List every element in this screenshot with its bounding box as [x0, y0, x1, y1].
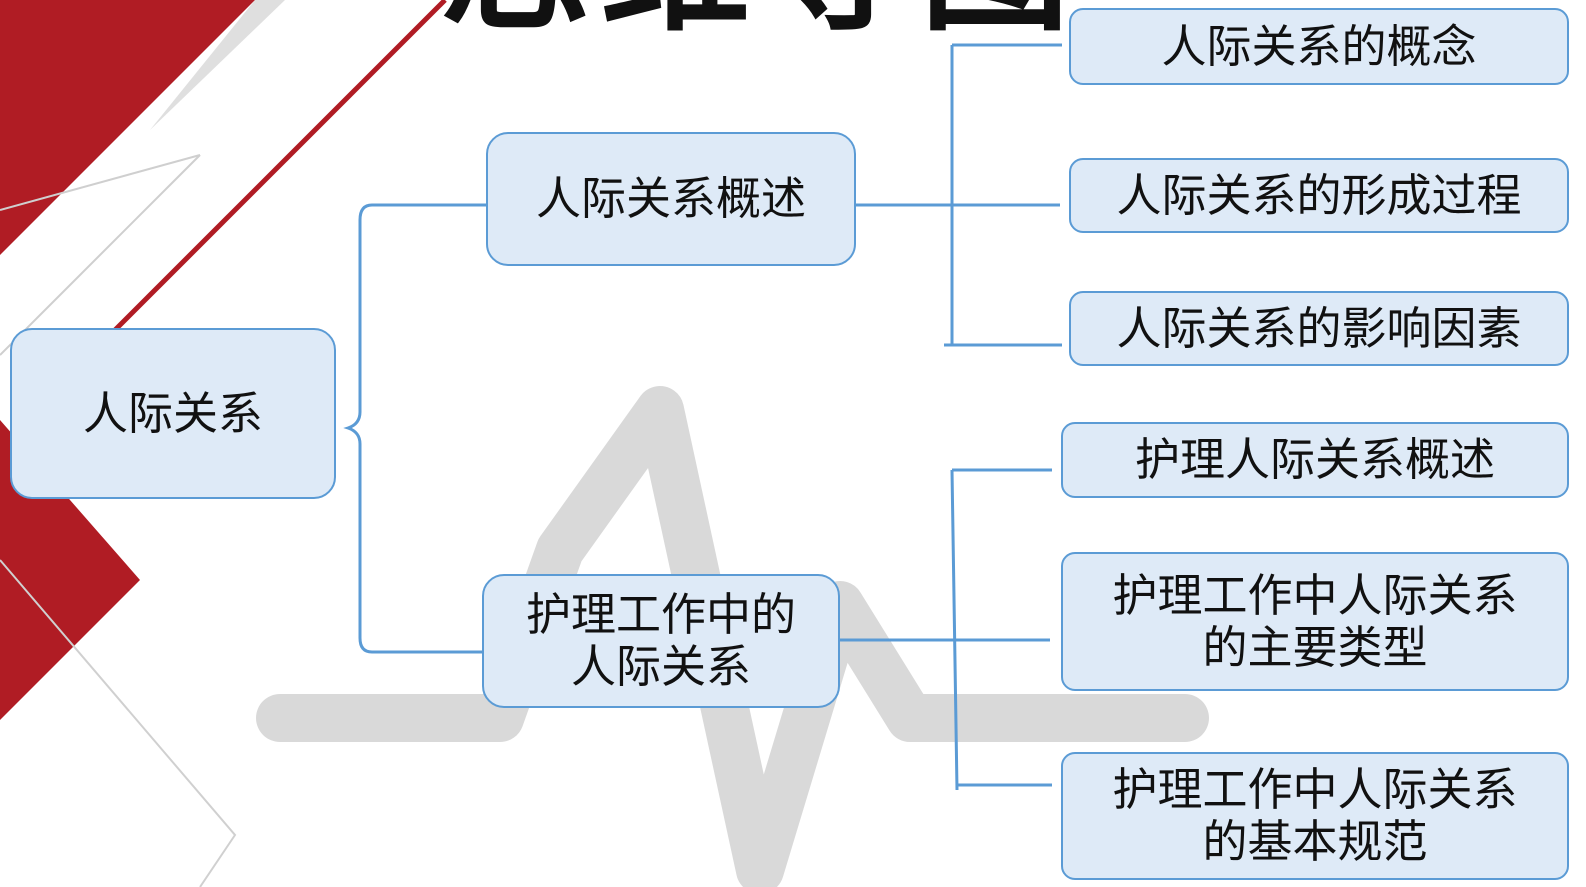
branch2-bracket [950, 469, 959, 791]
leaf-node-types-label: 护理工作中人际关系 的主要类型 [1112, 568, 1518, 674]
red-thin-line [103, 0, 447, 342]
leaf-node-factors[interactable]: 人际关系的影响因素 [1069, 291, 1569, 366]
branch-node-overview[interactable]: 人际关系概述 [486, 132, 856, 266]
red-diagonal-stripe [150, 0, 285, 130]
root-brace [343, 203, 486, 654]
leaf-node-formation[interactable]: 人际关系的形成过程 [1069, 158, 1569, 233]
branch-node-nursing[interactable]: 护理工作中的 人际关系 [482, 574, 840, 708]
gray-thin-line [0, 154, 201, 356]
leaf-node-concept-label: 人际关系的概念 [1161, 19, 1477, 73]
gray-thin-line-2 [0, 154, 201, 211]
leaf-node-norms[interactable]: 护理工作中人际关系 的基本规范 [1061, 752, 1569, 880]
leaf-node-nursing-overview-label: 护理人际关系概述 [1134, 433, 1495, 487]
slide-title-fragment: 思维导图 [440, 0, 1080, 40]
root-node-label: 人际关系 [82, 386, 263, 440]
root-node[interactable]: 人际关系 [10, 328, 336, 499]
gray-outline-shape [0, 559, 237, 887]
leaf-node-types[interactable]: 护理工作中人际关系 的主要类型 [1061, 552, 1569, 691]
branch-node-overview-label: 人际关系概述 [535, 172, 806, 226]
leaf-node-formation-label: 人际关系的形成过程 [1116, 168, 1522, 222]
branch-node-nursing-label: 护理工作中的 人际关系 [525, 588, 796, 693]
red-diagonal-banner [0, 0, 255, 255]
leaf-node-norms-label: 护理工作中人际关系 的基本规范 [1112, 763, 1518, 868]
leaf-node-concept[interactable]: 人际关系的概念 [1069, 8, 1569, 85]
leaf-node-nursing-overview[interactable]: 护理人际关系概述 [1061, 422, 1569, 498]
leaf-node-factors-label: 人际关系的影响因素 [1116, 301, 1522, 355]
